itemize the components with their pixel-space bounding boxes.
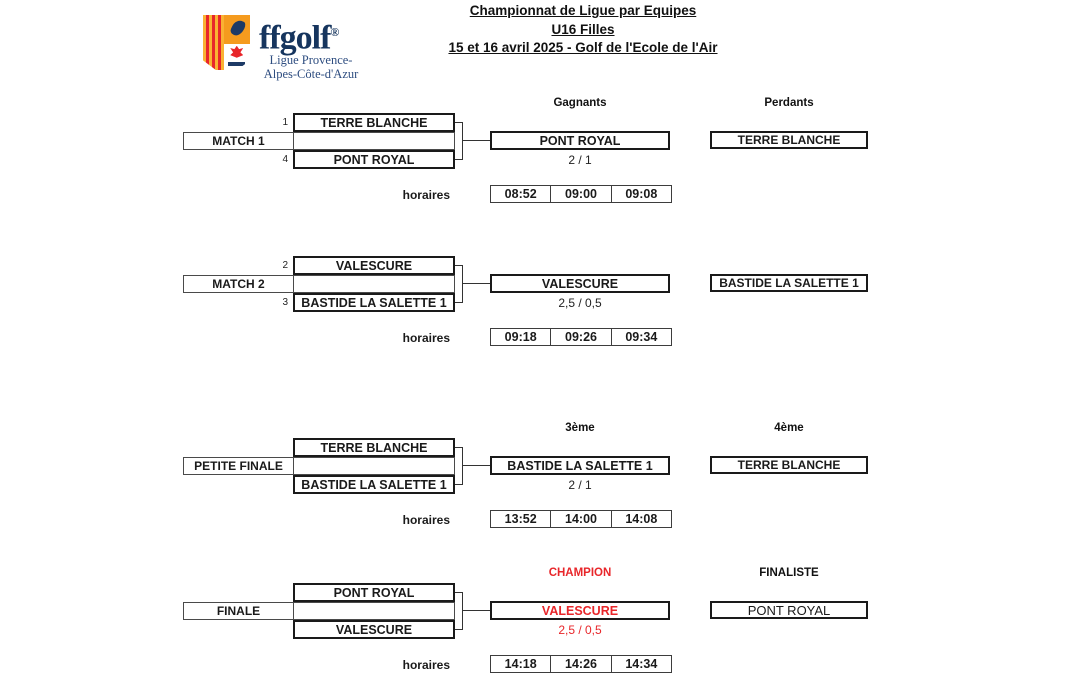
- champion-header: CHAMPION: [548, 567, 612, 579]
- ffgolf-logo: ffgolf® Ligue Provence- Alpes-Côte-d'Azu…: [203, 13, 363, 83]
- shield-bottom-right: [223, 43, 250, 67]
- tee-time: 09:34: [625, 330, 658, 344]
- league-region-label: Ligue Provence- Alpes-Côte-d'Azur: [255, 53, 367, 81]
- finale-section: CHAMPION FINALISTE PONT ROYAL FINALE VAL…: [0, 567, 1080, 675]
- horaires-label: horaires: [402, 658, 450, 672]
- bracket-connector: [453, 592, 463, 630]
- match-label-row: FINALE: [183, 602, 455, 620]
- tee-time: 14:18: [491, 656, 552, 672]
- petite-finale-section: 3ème 4ème TERRE BLANCHE PETITE FINALE BA…: [0, 422, 1080, 534]
- winner-box: PONT ROYAL: [490, 131, 670, 150]
- title-line-1: Championnat de Ligue par Equipes: [469, 3, 697, 18]
- tee-time: 09:00: [551, 186, 612, 202]
- provence-shield-icon: [203, 15, 250, 78]
- tee-times-table: 13:52 14:00 14:08: [490, 510, 672, 528]
- match-label-row: MATCH 2: [183, 275, 455, 293]
- match-label-row: PETITE FINALE: [183, 457, 455, 475]
- fourth-place-header: 4ème: [774, 422, 804, 434]
- bracket-line: [463, 283, 490, 284]
- team-box-bottom: PONT ROYAL: [293, 150, 455, 169]
- title-line-3: 15 et 16 avril 2025 - Golf de l'Ecole de…: [448, 40, 718, 55]
- match-score: 2 / 1: [568, 478, 592, 492]
- loser-box: PONT ROYAL: [710, 601, 868, 619]
- tee-time: 14:34: [625, 657, 658, 671]
- seed-number-top: 1: [282, 117, 288, 128]
- seed-number-top: 2: [282, 260, 288, 271]
- team-box-top: TERRE BLANCHE: [293, 438, 455, 457]
- team-box-bottom: VALESCURE: [293, 620, 455, 639]
- horaires-label: horaires: [402, 331, 450, 345]
- team-box-bottom: BASTIDE LA SALETTE 1: [293, 475, 455, 494]
- tee-time: 08:52: [491, 186, 552, 202]
- match-label: FINALE: [184, 603, 294, 619]
- match-label: MATCH 2: [184, 276, 294, 292]
- bracket-line: [463, 610, 490, 611]
- match-score: 2 / 1: [568, 153, 592, 167]
- loser-box: TERRE BLANCHE: [710, 456, 868, 474]
- eagle-icon: [230, 45, 244, 58]
- tee-time: 14:26: [551, 656, 612, 672]
- tee-time: 13:52: [491, 511, 552, 527]
- tee-time: 09:18: [491, 329, 552, 345]
- horaires-label: horaires: [402, 188, 450, 202]
- bracket-connector: [453, 447, 463, 485]
- match-2-section: 2 VALESCURE MATCH 2 3 BASTIDE LA SALETTE…: [0, 256, 1080, 352]
- match-score: 2,5 / 0,5: [558, 296, 602, 310]
- match-label: PETITE FINALE: [184, 458, 294, 474]
- loser-box: TERRE BLANCHE: [710, 131, 868, 149]
- match-1-section: Gagnants Perdants 1 TERRE BLANCHE MATCH …: [0, 97, 1080, 209]
- bracket-line: [463, 465, 490, 466]
- eagle-base: [228, 62, 246, 67]
- winner-box: BASTIDE LA SALETTE 1: [490, 456, 670, 475]
- tee-time: 14:00: [551, 511, 612, 527]
- team-box-top: VALESCURE: [293, 256, 455, 275]
- third-place-header: 3ème: [565, 422, 595, 434]
- team-box-bottom: BASTIDE LA SALETTE 1: [293, 293, 455, 312]
- bracket-connector: [453, 265, 463, 303]
- shield-stripes: [203, 15, 224, 71]
- dolphin-icon: [228, 18, 247, 38]
- registered-mark: ®: [330, 25, 340, 39]
- tee-time: 14:08: [625, 512, 658, 526]
- region-line-2: Alpes-Côte-d'Azur: [263, 66, 359, 81]
- title-line-2: U16 Filles: [551, 21, 615, 37]
- tee-time: 09:26: [551, 329, 612, 345]
- seed-number-bottom: 3: [282, 297, 288, 308]
- winners-column-header: Gagnants: [553, 97, 607, 109]
- tee-times-table: 08:52 09:00 09:08: [490, 185, 672, 203]
- winner-box: VALESCURE: [490, 274, 670, 293]
- shield-top-right: [223, 15, 250, 44]
- team-box-top: TERRE BLANCHE: [293, 113, 455, 132]
- ffgolf-wordmark: ffgolf®: [259, 14, 339, 56]
- region-line-1: Ligue Provence-: [269, 53, 353, 67]
- finaliste-header: FINALISTE: [759, 567, 819, 579]
- horaires-label: horaires: [402, 513, 450, 527]
- brand-text: ffgolf: [259, 19, 331, 57]
- team-box-top: PONT ROYAL: [293, 583, 455, 602]
- tee-time: 09:08: [625, 187, 658, 201]
- tee-times-table: 14:18 14:26 14:34: [490, 655, 672, 673]
- page-title: Championnat de Ligue par Equipes U16 Fil…: [383, 2, 783, 58]
- bracket-line: [463, 140, 490, 141]
- tee-times-table: 09:18 09:26 09:34: [490, 328, 672, 346]
- seed-number-bottom: 4: [282, 154, 288, 165]
- match-label: MATCH 1: [184, 133, 294, 149]
- winner-box: VALESCURE: [490, 601, 670, 620]
- losers-column-header: Perdants: [764, 97, 814, 109]
- match-score: 2,5 / 0,5: [558, 623, 602, 637]
- bracket-connector: [453, 122, 463, 160]
- match-label-row: MATCH 1: [183, 132, 455, 150]
- loser-box: BASTIDE LA SALETTE 1: [710, 274, 868, 292]
